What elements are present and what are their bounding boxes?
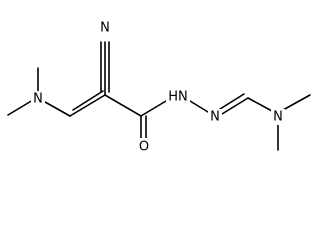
chemical-structure-diagram: N N O HN N N — [7, 20, 311, 155]
atom-nh: HN — [168, 90, 188, 105]
atom-n-right: N — [273, 110, 283, 125]
bonds — [7, 41, 311, 151]
atom-n-hydrazone: N — [210, 110, 220, 125]
bond-nleft-ch — [44, 101, 71, 117]
bond-nright-methyl-top — [282, 94, 311, 111]
atom-o-carbonyl: O — [139, 140, 149, 155]
bond-nh-n — [189, 100, 209, 113]
atom-n-left: N — [33, 92, 43, 107]
bond-ch-calpha — [69, 94, 106, 117]
atom-labels: N N O HN N N — [31, 20, 285, 155]
bond-cco-nh — [140, 100, 167, 117]
bond-ch-nright — [247, 97, 273, 112]
bond-nleft-methyl-left — [7, 99, 34, 116]
atom-n-nitrile: N — [100, 21, 110, 36]
bond-n-ch — [221, 97, 249, 115]
bond-calpha-cco — [104, 94, 142, 117]
bond-n-ch-second — [219, 93, 245, 110]
bond-ch-calpha-second — [72, 90, 104, 111]
